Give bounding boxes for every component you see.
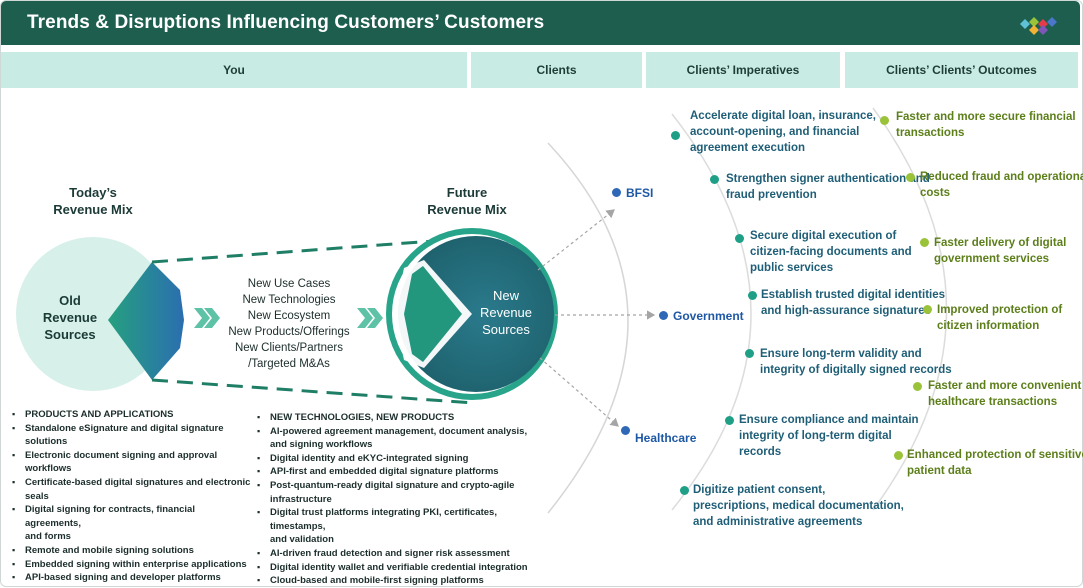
list-item: Electronic document signing and approval… [12, 449, 252, 476]
header-clients: Clients [471, 52, 642, 88]
outcome-dot [880, 116, 889, 125]
list-item: Digital trust platforms integrating PKI,… [257, 506, 547, 533]
double-chevron-right-icon [194, 308, 220, 328]
outcome-item: Faster and more secure financial transac… [896, 111, 1076, 139]
technologies-list: NEW TECHNOLOGIES, NEW PRODUCTS AI-powere… [257, 411, 547, 588]
imperative-dot [680, 486, 689, 495]
imperative-dot [710, 175, 719, 184]
client-dot-bfsi [612, 188, 621, 197]
client-bfsi: BFSI [626, 186, 654, 200]
imperative-dot [725, 416, 734, 425]
list-item: NEW TECHNOLOGIES, NEW PRODUCTS [257, 411, 547, 425]
imperative-item: Ensure long-term validity and integrity … [760, 348, 952, 376]
list-item: and validation [270, 534, 334, 546]
diamond-logo-icon [1020, 17, 1057, 35]
header-outcomes: Clients’ Clients’ Outcomes [845, 52, 1078, 88]
imperative-dot [735, 234, 744, 243]
list-item: PRODUCTS AND APPLICATIONS [12, 408, 252, 422]
use-case-item: /Targeted M&As [248, 358, 330, 370]
outcome-item: Reduced fraud and operational costs [920, 171, 1083, 199]
header-you: You [1, 52, 467, 88]
list-item: Remote and mobile signing solutions [12, 544, 252, 558]
outcome-item: Improved protection of citizen informati… [937, 304, 1063, 332]
header-imperatives: Clients’ Imperatives [646, 52, 840, 88]
list-item: Standalone eSignature and digital signat… [12, 422, 252, 436]
list-item: AI-powered agreement management, documen… [257, 425, 547, 439]
old-revenue-wedge [108, 262, 184, 380]
list-item: and signing workflows [270, 439, 373, 451]
list-item: API-first and embedded digital signature… [257, 465, 547, 479]
use-case-item: New Products/Offerings [228, 326, 350, 338]
list-item: Cloud-based and mobile-first signing pla… [257, 574, 547, 588]
today-label: Today’s Revenue Mix [53, 185, 133, 217]
new-revenue-text: New Revenue Sources [479, 288, 533, 337]
future-label: Future Revenue Mix [427, 185, 507, 217]
list-item: Certificate-based digital signatures and… [12, 476, 252, 490]
imperative-item: Ensure compliance and maintain integrity… [739, 414, 919, 458]
page-title: Trends & Disruptions Influencing Custome… [27, 12, 545, 33]
imperative-dot [748, 291, 757, 300]
products-list: PRODUCTS AND APPLICATIONS Standalone eSi… [12, 408, 252, 585]
clients-arc [547, 142, 629, 514]
list-item: seals [25, 490, 49, 502]
use-case-item: New Use Cases [247, 278, 331, 290]
outcome-dot [906, 173, 915, 182]
client-dot-government [659, 311, 668, 320]
list-item: AI-driven fraud detection and signer ris… [257, 547, 547, 561]
list-item: Digital identity wallet and verifiable c… [257, 561, 547, 575]
arrow-healthcare [539, 357, 619, 427]
list-item: API-based signing and developer platform… [12, 571, 252, 585]
client-healthcare: Healthcare [635, 431, 697, 445]
dashed-connector-bottom [151, 378, 475, 405]
imperative-item: Accelerate digital loan, insurance, acco… [690, 110, 876, 154]
outcome-dot [923, 305, 932, 314]
client-dot-healthcare [621, 426, 630, 435]
imperative-item: Secure digital execution of citizen-faci… [750, 230, 912, 274]
imperatives-arc [671, 113, 752, 511]
title-bar: Trends & Disruptions Influencing Custome… [1, 1, 1080, 45]
use-case-item: New Technologies [242, 294, 336, 306]
use-case-item: New Ecosystem [247, 310, 331, 322]
imperative-dot [745, 349, 754, 358]
double-chevron-right-icon [357, 308, 383, 328]
new-revenue-wedge-inner [404, 266, 462, 362]
imperative-item: Establish trusted digital identities and… [761, 289, 946, 317]
list-item: Digital signing for contracts, financial… [12, 503, 252, 530]
outcome-dot [920, 238, 929, 247]
arrow-bfsi [537, 209, 615, 271]
outcome-item: Faster and more convenient healthcare tr… [928, 380, 1082, 408]
list-item: Digital identity and eKYC-integrated sig… [257, 452, 547, 466]
dashed-connector-top [151, 236, 475, 264]
new-use-cases-list: New Use Cases New Technologies New Ecosy… [222, 276, 356, 372]
client-government: Government [673, 309, 744, 323]
list-item: and forms [25, 531, 71, 543]
list-item: Embedded signing within enterprise appli… [12, 558, 252, 572]
list-item: solutions [25, 436, 68, 448]
outcomes-arc [872, 107, 948, 511]
imperative-item: Strengthen signer authentication and fra… [726, 173, 930, 201]
outcome-item: Enhanced protection of sensitive patient… [907, 449, 1083, 477]
outcome-item: Faster delivery of digital government se… [934, 237, 1067, 265]
list-item: Post-quantum-ready digital signature and… [257, 479, 547, 493]
outcome-dot [913, 382, 922, 391]
old-revenue-circle [16, 237, 170, 391]
old-revenue-text: Old Revenue Sources [42, 293, 98, 342]
outcome-dot [894, 451, 903, 460]
use-case-item: New Clients/Partners [234, 342, 343, 354]
list-item: infrastructure [270, 493, 332, 505]
imperative-item: Digitize patient consent, prescriptions,… [693, 484, 904, 528]
imperative-dot [671, 131, 680, 140]
